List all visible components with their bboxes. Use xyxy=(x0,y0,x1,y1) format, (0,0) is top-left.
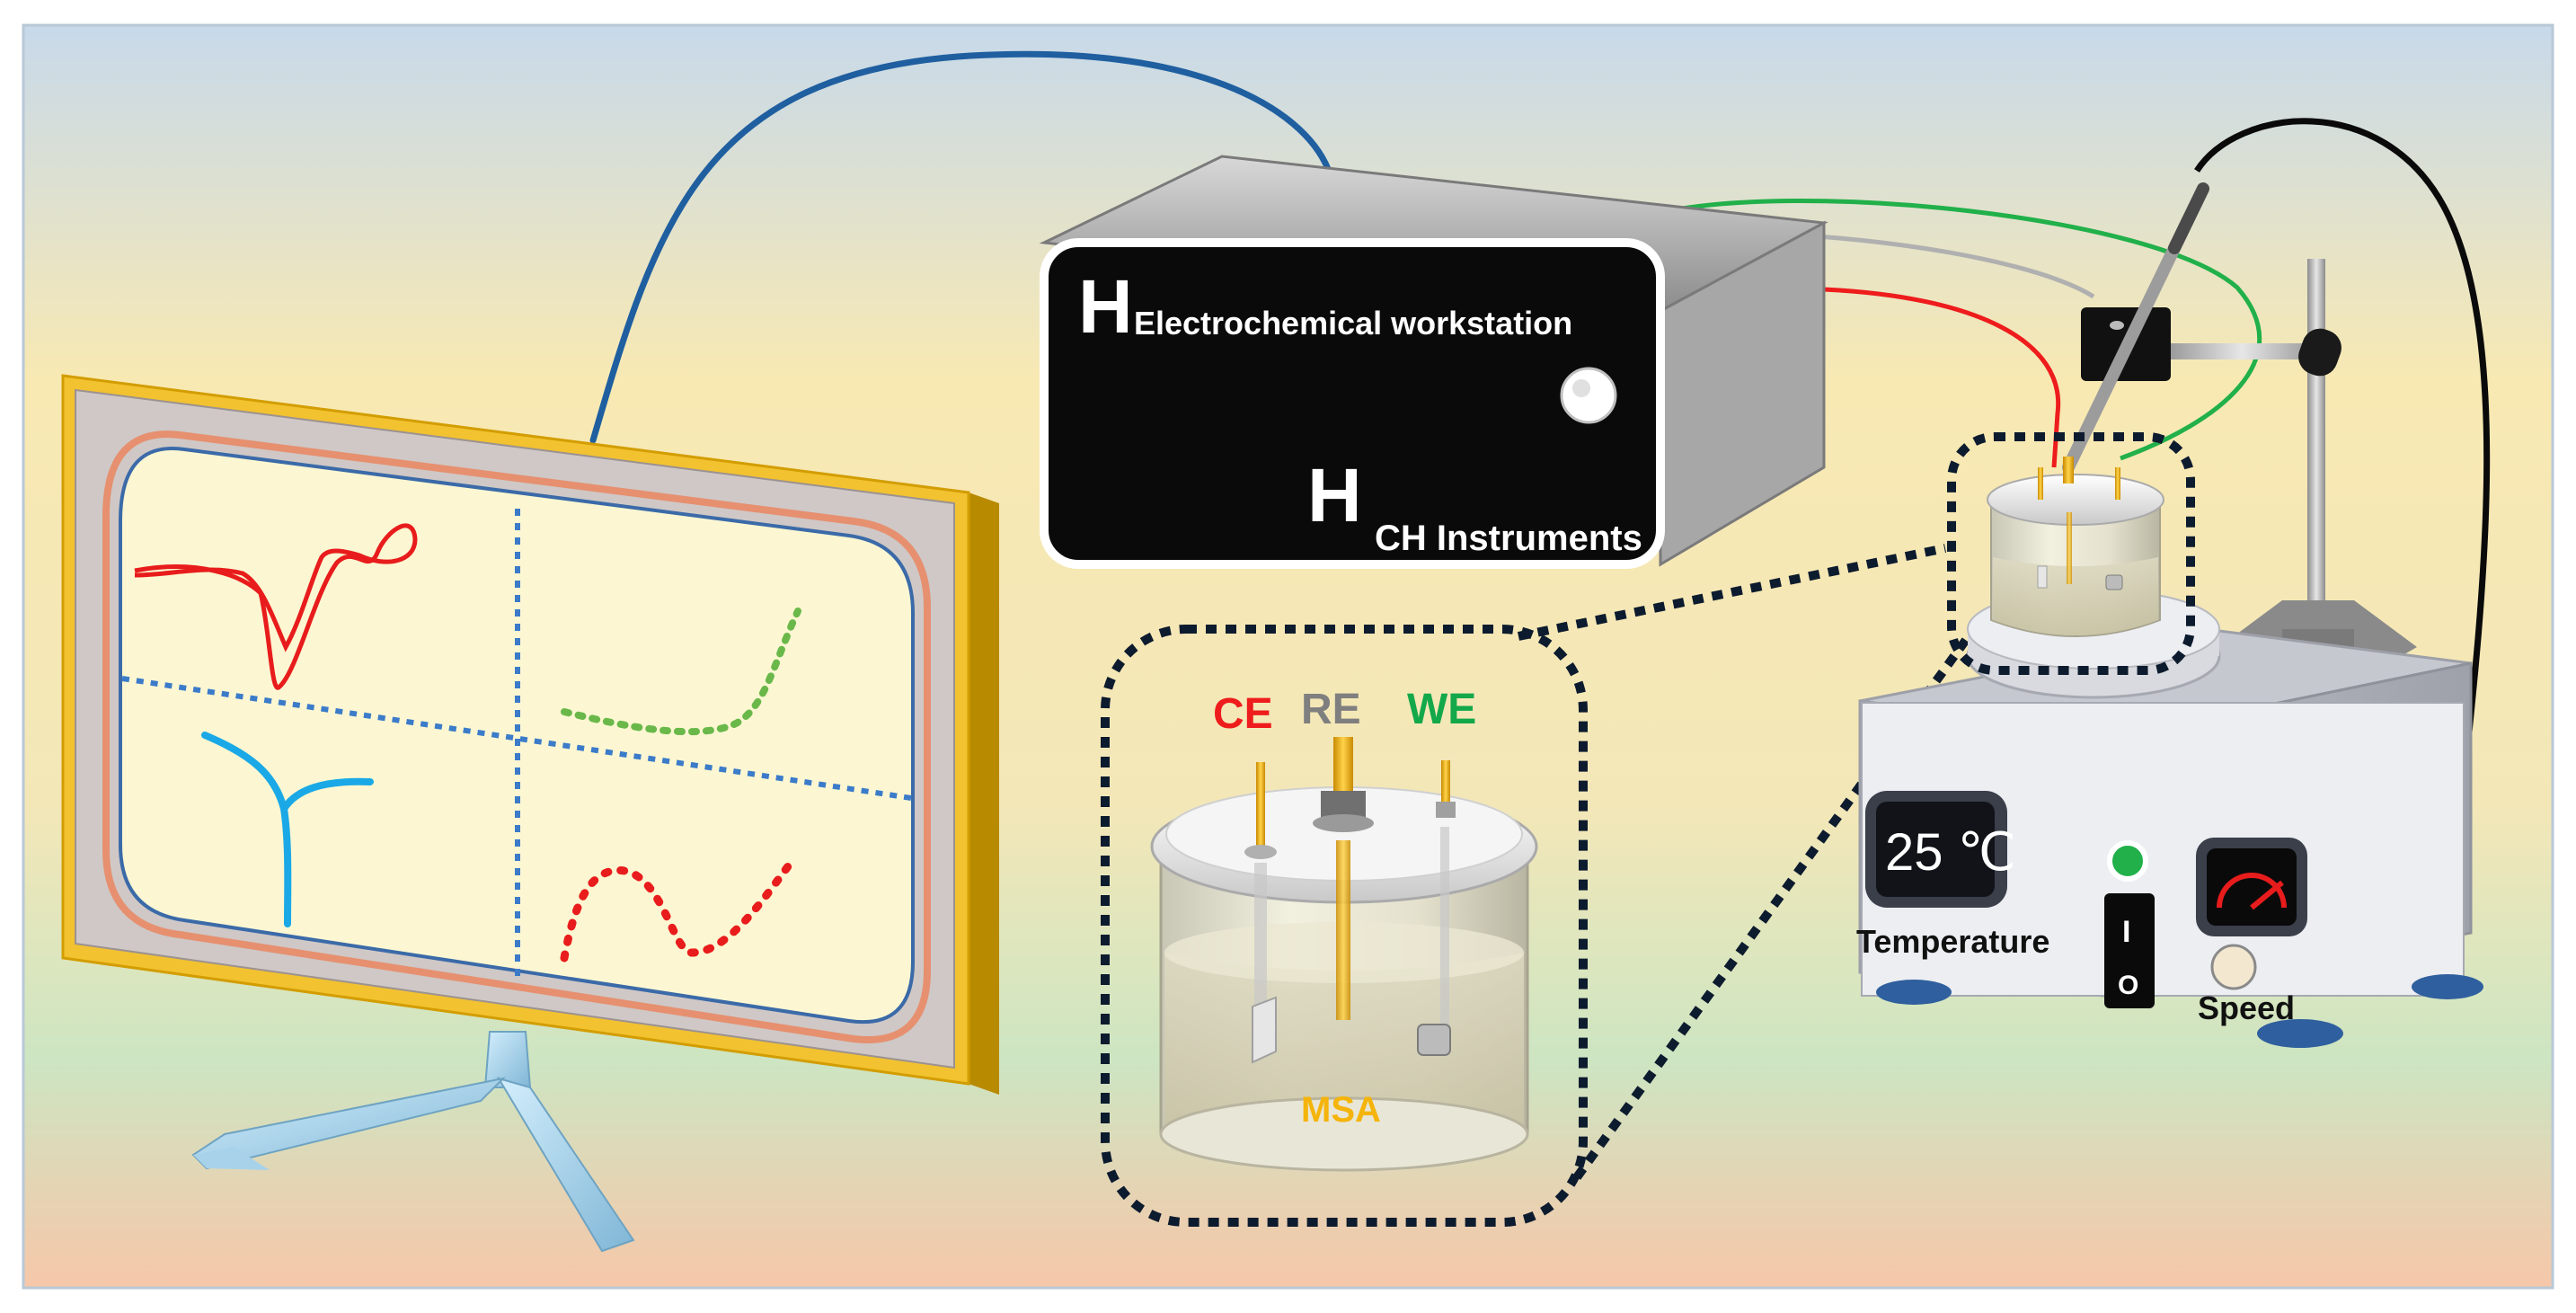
zoom-frame xyxy=(1101,625,1588,1227)
monitor-copper-ring xyxy=(102,430,931,1043)
power-switch-off-label: O xyxy=(2118,971,2138,1000)
screen-divider-horizontal xyxy=(121,676,912,801)
workstation-title: Electrochemical workstation xyxy=(1134,305,1572,342)
monitor-screen xyxy=(119,447,915,1025)
temperature-label: Temperature xyxy=(1856,923,2049,960)
cyclic-voltammogram-curve xyxy=(134,523,418,690)
monitor xyxy=(61,374,999,1253)
polarization-curve xyxy=(561,608,801,736)
speed-label: Speed xyxy=(2198,989,2295,1026)
zoomed-electrochemical-cell: CE RE WE MSA xyxy=(1101,625,1588,1227)
temperature-value: 25 ℃ xyxy=(1885,823,2016,882)
reference-electrode-label: RE xyxy=(1301,686,1361,733)
counter-electrode-label: CE xyxy=(1213,690,1273,738)
speed-gauge xyxy=(2207,848,2297,926)
counter-electrode xyxy=(1256,762,1265,852)
workstation-brand-logo: H xyxy=(1307,453,1362,537)
electrolyte-label: MSA xyxy=(1301,1090,1381,1130)
power-switch-on-label: I xyxy=(2122,915,2130,949)
tafel-curve xyxy=(201,732,374,927)
green-cable xyxy=(1654,199,2262,461)
stand-rod xyxy=(2307,259,2325,654)
screen-plots xyxy=(134,523,801,963)
working-electrode xyxy=(1441,760,1450,814)
stand-clamp-arm xyxy=(2156,343,2327,359)
speed-gauge-dial-icon xyxy=(2217,873,2287,909)
workstation-brand: CH Instruments xyxy=(1375,519,1642,558)
electrochemical-workstation: H Electrochemical workstation H CH Instr… xyxy=(1039,155,1828,569)
speed-knob-icon[interactable] xyxy=(2210,944,2257,990)
power-led-icon xyxy=(2107,840,2148,882)
working-electrode-label: WE xyxy=(1407,686,1476,733)
power-switch[interactable] xyxy=(2104,893,2155,1008)
workstation-knob-icon xyxy=(1560,367,1617,424)
monitor-stand xyxy=(191,1031,635,1253)
black-cable xyxy=(2194,118,2491,819)
zoom-connectors xyxy=(1517,544,1970,1180)
red-cable xyxy=(1823,287,2061,468)
temperature-display xyxy=(1876,802,1995,897)
workstation-front xyxy=(1040,238,1665,569)
workstation-logo: H xyxy=(1078,264,1133,349)
cables xyxy=(589,50,2491,819)
impedance-curve xyxy=(560,858,795,963)
monitor-side xyxy=(969,492,999,1095)
magnetic-stirrer: 25 ℃ Temperature I O Speed xyxy=(1856,182,2483,1048)
blue-usb-cable xyxy=(589,50,1332,444)
